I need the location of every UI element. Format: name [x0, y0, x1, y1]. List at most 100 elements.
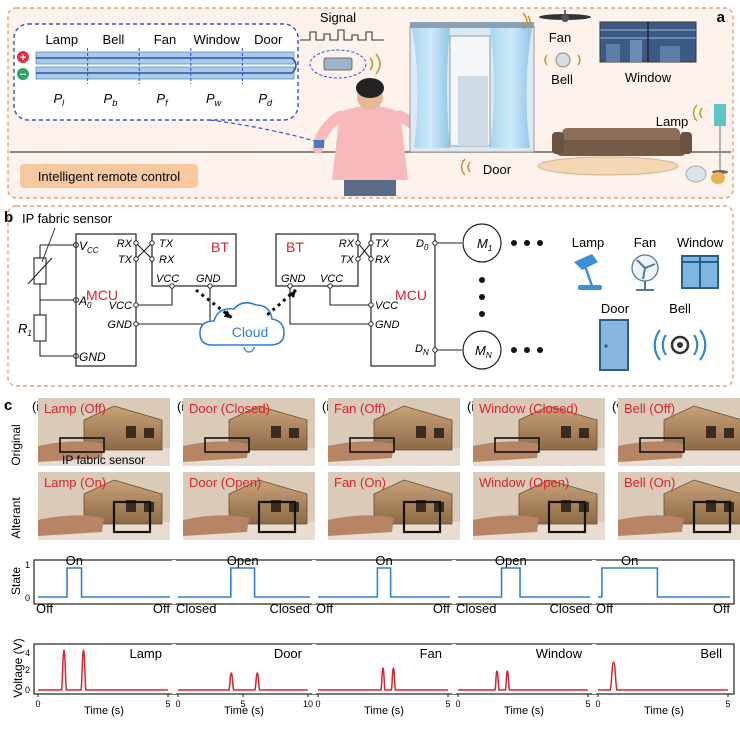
state-high-label: Open [495, 553, 527, 568]
state-high-label: Open [227, 553, 259, 568]
voltage-panel-title: Window [536, 646, 583, 661]
sensor-region-label: Lamp [46, 32, 79, 47]
x-tick-label: 10 [303, 699, 313, 709]
sensor-region-label: Fan [154, 32, 176, 47]
state-low-right-label: Off [433, 601, 450, 616]
state-high-label: On [621, 553, 638, 568]
state-trace [178, 567, 310, 598]
photo-original: Bell (Off) [618, 398, 740, 466]
time-axis-label: Time (s) [224, 705, 264, 717]
photo-state-label: Bell (Off) [624, 401, 675, 416]
voltage-trace [178, 672, 308, 691]
photo-original: Window (Closed) [473, 398, 605, 466]
motor-1 [462, 223, 502, 263]
photo-state-label: Fan (Off) [334, 401, 386, 416]
state-low-right-label: Closed [550, 601, 590, 616]
arrow-from-cloud [288, 290, 296, 298]
window-label: Window [625, 70, 672, 85]
signal-label: Signal [320, 10, 356, 25]
vcc-pin-label: VCC [79, 239, 99, 255]
motor-n [462, 330, 502, 370]
pressure-label: Pb [104, 91, 118, 108]
sensor-region-label: Bell [103, 32, 125, 47]
bell-label: Bell [551, 72, 573, 87]
voltage-tick-0: 0 [25, 685, 30, 695]
person-illustration [312, 78, 466, 196]
signal-waveform [300, 29, 384, 41]
cloud-icon [199, 301, 285, 346]
voltage-trace [318, 667, 448, 691]
state-low-left-label: Off [316, 601, 333, 616]
time-axis-label: Time (s) [84, 705, 124, 717]
x-tick-label: 5 [725, 699, 730, 709]
ceiling-fan-icon [522, 10, 591, 30]
bt-left-tx: TX [159, 238, 174, 250]
voltage-panel-title: Door [274, 646, 303, 661]
mcu-left-tx: TX [118, 254, 133, 266]
floor-lamp-icon [692, 104, 728, 174]
bt-right-tx: TX [340, 254, 355, 266]
sensor-region-label: Door [254, 32, 283, 47]
time-axis-label: Time (s) [644, 705, 684, 717]
fan-label: Fan [549, 30, 571, 45]
transmitter-module [323, 57, 353, 71]
minus-sign: − [20, 69, 26, 81]
cloud-links [195, 288, 297, 320]
photo-state-label: Door (Closed) [189, 401, 270, 416]
photo-state-label: Lamp (On) [44, 475, 106, 490]
state-trace [458, 567, 590, 598]
time-axis-label: Time (s) [504, 705, 544, 717]
voltage-chart-frame [33, 643, 735, 695]
mcu-right-label: MCU [395, 287, 427, 303]
state-trace [318, 567, 450, 598]
mcu-right-box [370, 233, 436, 367]
sensor-region-label: Window [193, 32, 240, 47]
plus-terminal [17, 51, 29, 63]
state-low-left-label: Closed [176, 601, 216, 616]
motor-n-label: MN [475, 343, 492, 360]
device-label-door: Door [601, 301, 630, 316]
title-badge-text: Intelligent remote control [38, 169, 180, 184]
mcu-left-vcc: VCC [109, 300, 132, 312]
d0-pin-label: D0 [416, 238, 429, 252]
door-label: Door [483, 162, 512, 177]
sensor-circuit [27, 227, 76, 357]
row-label-alterant: Alterant [9, 497, 23, 539]
device-label-window: Window [677, 235, 724, 250]
pressure-label: Pw [206, 91, 222, 108]
photo-original: Door (Closed) [183, 398, 315, 466]
state-high-label: On [375, 553, 392, 568]
mcu-right-gnd: GND [375, 319, 400, 331]
mcu-right-rx: RX [375, 254, 391, 266]
pressure-label: Pf [156, 91, 169, 108]
wireless-signal-icon [369, 53, 381, 75]
title-badge [20, 164, 198, 188]
bell-device-icon [544, 52, 581, 68]
mcu-left-box [75, 233, 137, 367]
voltage-trace [458, 670, 588, 691]
x-tick-label: 0 [315, 699, 320, 709]
pressure-label: Pd [258, 91, 273, 108]
voltage-panel-title: Bell [700, 646, 722, 661]
curtain-window [409, 22, 535, 153]
sync-icon [243, 346, 255, 353]
x-tick-label: 0 [455, 699, 460, 709]
ip-sensor-annotation: IP fabric sensor [62, 453, 145, 467]
sofa-illustration [537, 128, 725, 184]
time-axis-label: Time (s) [364, 705, 404, 717]
voltage-trace [598, 661, 728, 691]
photo-alterant: Lamp (On) [38, 472, 170, 540]
callout-leader [209, 119, 319, 143]
left-wiring [135, 242, 211, 325]
state-low-left-label: Off [596, 601, 613, 616]
state-tick-1: 1 [25, 560, 30, 570]
voltage-tick-2: 2 [25, 665, 30, 675]
bt-left-vcc: VCC [156, 273, 179, 285]
lamp-label: Lamp [656, 114, 689, 129]
bt-right-vcc: VCC [320, 273, 343, 285]
sensor-strip [35, 51, 297, 80]
mcu-left-rx: RX [117, 238, 133, 250]
